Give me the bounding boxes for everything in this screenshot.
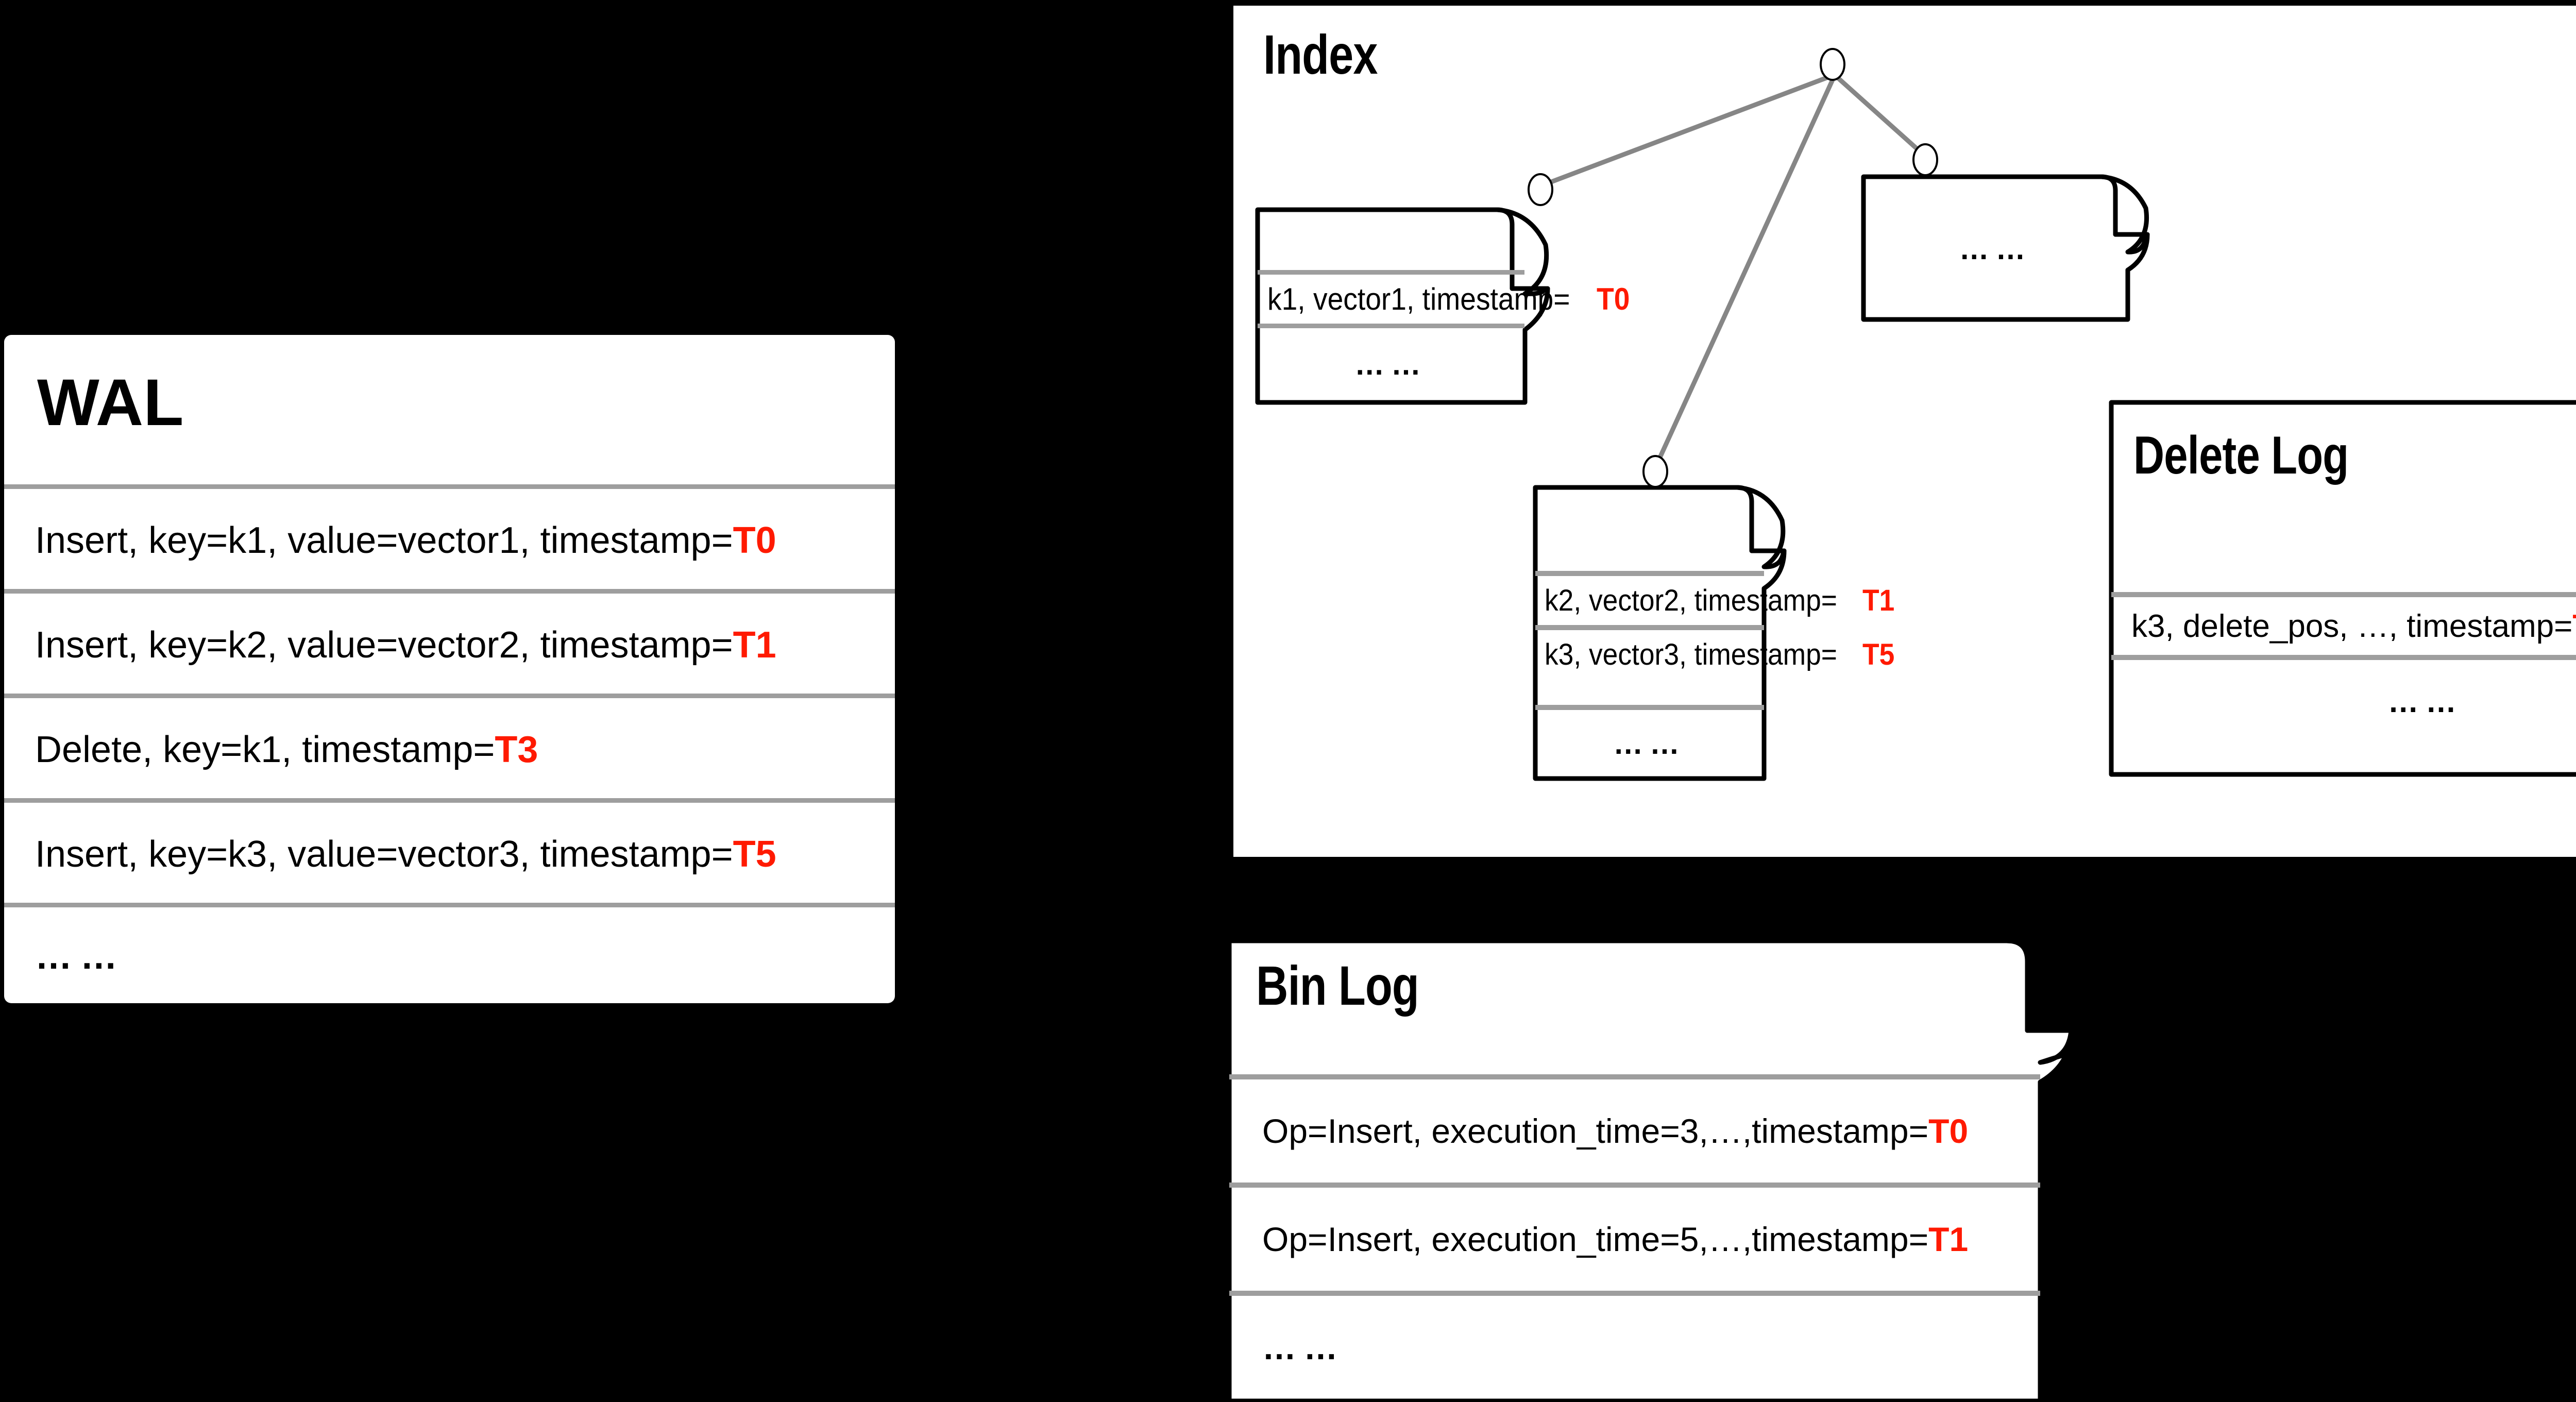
bin-log-separator [1229,1183,2040,1188]
bin-log-separator [1229,1074,2040,1079]
wal-row-4-text: …… [35,936,126,977]
bin-log-row-0-timestamp: T0 [1928,1112,1969,1150]
bin-log-title: Bin Log [1256,954,1419,1017]
index-leaf-k1-row-0-text: k1, vector1, timestamp= [1267,282,1570,316]
index-leaf-ellipsis-row-0: …… [1863,210,2128,288]
wal-row-3: Insert, key=k3, value=vector3, timestamp… [35,806,890,903]
delete-log-separator [2111,592,2576,597]
wal-row-1-timestamp: T1 [733,624,776,666]
index-leaf-k1-row-0-timestamp: T0 [1596,282,1630,316]
index-leaf-k2k3-row-2: …… [1535,710,1764,777]
wal-row-1: Insert, key=k2, value=vector2, timestamp… [35,597,890,694]
delete-log-row-0-text: k3, delete_pos, …, timestamp= [2131,608,2573,644]
bin-log-row-2: …… [1262,1296,2038,1399]
delete-log-row-1: …… [2111,660,2576,742]
bin-log-row-2-text: …… [1262,1328,1346,1366]
wal-panel [4,335,895,1003]
index-leaf-k1-row-1: …… [1258,328,1524,400]
wal-separator [4,484,895,489]
index-leaf-k2k3-separator [1535,705,1764,710]
wal-row-2-text: Delete, key=k1, timestamp= [35,729,495,770]
index-leaf-k2k3-row-0-text: k2, vector2, timestamp= [1545,584,1837,617]
delete-log-row-0: k3, delete_pos, …, timestamp=T3 [2131,597,2576,655]
index-leaf-k2k3-row-1-text: k3, vector3, timestamp= [1545,638,1837,671]
wal-row-3-timestamp: T5 [733,834,776,875]
wal-row-0: Insert, key=k1, value=vector1, timestamp… [35,492,890,589]
wal-row-4: …… [35,910,890,1002]
index-leaf-k1-separator [1258,324,1524,328]
wal-row-3-text: Insert, key=k3, value=vector3, timestamp… [35,834,733,875]
wal-title: WAL [37,366,184,440]
bin-log-row-1: Op=Insert, execution_time=5,…,timestamp=… [1262,1188,2038,1291]
bin-log-row-1-text: Op=Insert, execution_time=5,…,timestamp= [1262,1220,1929,1258]
delete-log-separator [2111,655,2576,660]
index-leaf-ellipsis-row-0-text: …… [1959,232,2032,266]
delete-log-row-0-timestamp: T3 [2572,608,2576,645]
bin-log-row-1-timestamp: T1 [1928,1220,1969,1258]
index-leaf-k2k3-row-1-timestamp: T5 [1862,638,1895,671]
wal-row-1-text: Insert, key=k2, value=vector2, timestamp… [35,624,733,666]
bin-log-row-0: Op=Insert, execution_time=3,…,timestamp=… [1262,1079,2038,1183]
index-leaf-k2k3-row-0: k2, vector2, timestamp= T1 [1545,576,1895,625]
wal-separator [4,694,895,698]
wal-separator [4,903,895,907]
index-leaf-k2k3-row-0-timestamp: T1 [1862,584,1895,617]
index-leaf-k2k3-row-1: k3, vector3, timestamp= T5 [1545,630,1895,679]
index-leaf-k2k3-separator [1535,571,1764,576]
delete-log-title: Delete Log [2133,426,2349,485]
wal-row-0-text: Insert, key=k1, value=vector1, timestamp… [35,520,733,561]
wal-row-2-timestamp: T3 [495,729,538,770]
index-leaf-k2k3-row-2-text: …… [1613,727,1686,761]
wal-separator [4,798,895,803]
wal-separator [4,589,895,594]
index-leaf-k1-row-1-text: …… [1354,347,1428,381]
index-title: Index [1263,23,1378,86]
bin-log-fold [2004,938,2221,1065]
delete-log-row-1-text: …… [2387,684,2464,719]
bin-log-separator [1229,1291,2040,1296]
index-leaf-k2k3-separator [1535,625,1764,630]
index-leaf-k1-separator [1258,270,1524,275]
bin-log-fold-inner [2025,959,2074,1033]
index-leaf-k1-row-0: k1, vector1, timestamp= T0 [1267,275,1630,324]
wal-row-0-timestamp: T0 [733,520,776,561]
bin-log-row-0-text: Op=Insert, execution_time=3,…,timestamp= [1262,1112,1929,1150]
wal-row-2: Delete, key=k1, timestamp=T3 [35,701,890,798]
